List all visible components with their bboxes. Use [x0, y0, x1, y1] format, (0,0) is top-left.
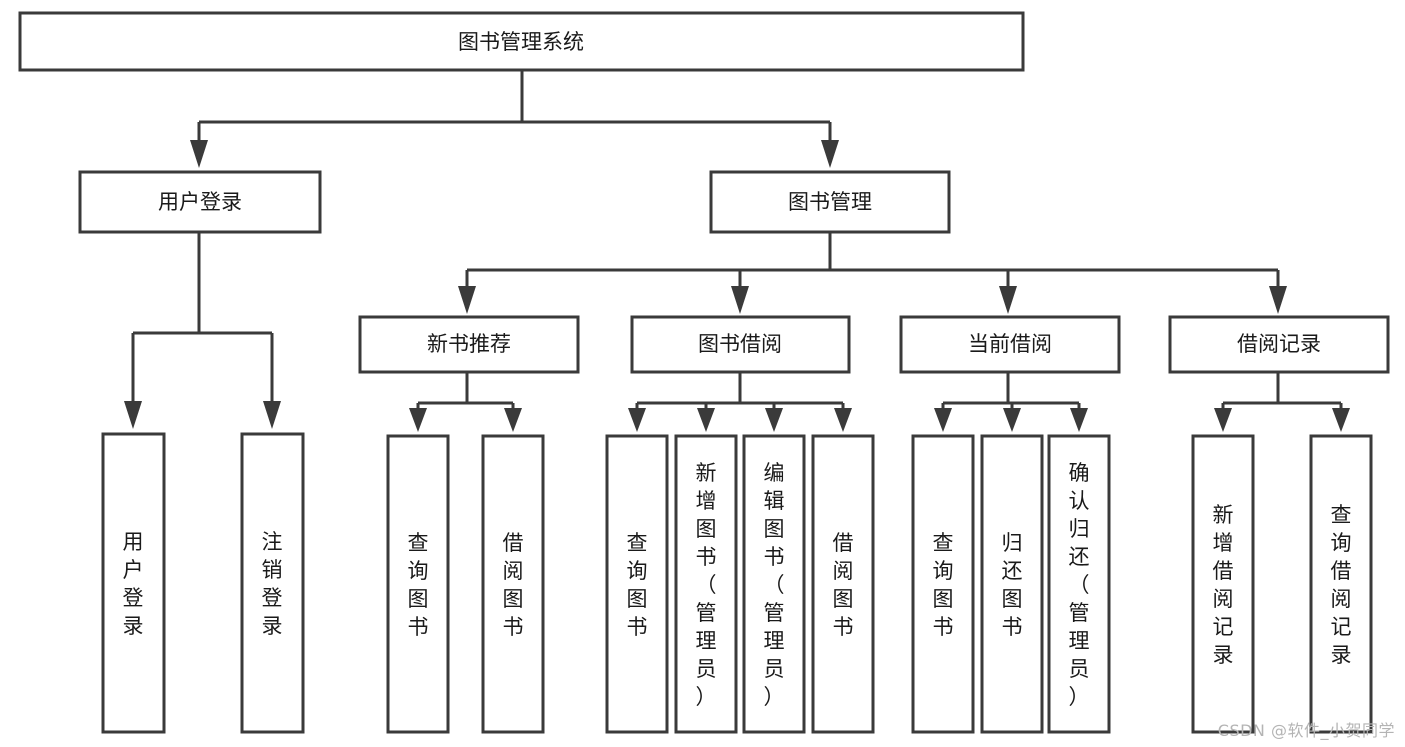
connector-group-current-borrow: [934, 372, 1088, 432]
leaf-node-edit-book-admin-label: 编辑图书（管理员）: [764, 461, 785, 709]
leaf-node-confirm-return-admin[interactable]: 确认归还（管理员）: [1047, 434, 1111, 734]
arrow-head-leaf-query-book-3: [934, 408, 952, 432]
node-user-login-box[interactable]: [78, 170, 322, 234]
leaf-node-add-book-admin-label: 新增图书（管理员）: [696, 461, 717, 709]
arrow-head-to-current-borrow: [999, 286, 1017, 314]
arrow-head-leaf-edit-book: [765, 408, 783, 432]
node-current-borrow-label: 当前借阅: [968, 332, 1052, 356]
leaf-node-query-book-borrow-box[interactable]: [605, 434, 669, 734]
connector-group-user-login: [124, 232, 281, 429]
leaf-node-return-book[interactable]: 归还图书: [980, 434, 1044, 734]
arrow-head-leaf-return-book: [1003, 408, 1021, 432]
leaf-node-confirm-return-admin-label: 确认归还（管理员）: [1069, 461, 1090, 709]
leaf-node-query-book-borrow[interactable]: 查询图书: [605, 434, 669, 734]
arrow-head-leaf-confirm-return: [1070, 408, 1088, 432]
arrow-head-to-user-login: [190, 140, 208, 168]
arrow-head-leaf-query-record: [1332, 408, 1350, 432]
arrow-head-leaf-user-login: [124, 401, 142, 429]
leaf-node-add-book-admin[interactable]: 新增图书（管理员）: [674, 434, 738, 734]
node-root-system-box[interactable]: [18, 11, 1025, 72]
node-book-borrow[interactable]: 图书借阅: [630, 315, 851, 374]
leaf-node-query-book-current-box[interactable]: [911, 434, 975, 734]
arrow-head-to-book-mgmt: [821, 140, 839, 168]
leaf-node-logout-box[interactable]: [240, 432, 305, 734]
leaf-node-query-book-current[interactable]: 查询图书: [911, 434, 975, 734]
node-new-book-recommend-label: 新书推荐: [427, 332, 511, 356]
leaf-node-edit-book-admin-box[interactable]: [742, 434, 806, 734]
arrow-head-to-new-book-rec: [458, 286, 476, 314]
node-current-borrow-box[interactable]: [899, 315, 1121, 374]
connector-group-root: [190, 70, 839, 168]
leaf-node-logout-label: 注销登录: [262, 530, 283, 638]
leaf-node-query-book-rec-box[interactable]: [386, 434, 450, 734]
leaf-node-user-login[interactable]: 用户登录: [101, 432, 166, 734]
leaf-node-add-borrow-record-box[interactable]: [1191, 434, 1255, 734]
leaf-node-borrow-book-borrow-label: 借阅图书: [833, 531, 854, 639]
node-book-borrow-label: 图书借阅: [698, 332, 782, 356]
node-current-borrow[interactable]: 当前借阅: [899, 315, 1121, 374]
node-user-login-label: 用户登录: [158, 190, 242, 214]
node-borrow-record-label: 借阅记录: [1237, 332, 1321, 356]
leaf-node-query-borrow-record-label: 查询借阅记录: [1331, 503, 1352, 667]
leaf-node-logout[interactable]: 注销登录: [240, 432, 305, 734]
leaf-node-add-borrow-record[interactable]: 新增借阅记录: [1191, 434, 1255, 734]
leaf-node-add-book-admin-box[interactable]: [674, 434, 738, 734]
node-root-system-label: 图书管理系统: [458, 30, 584, 54]
node-book-management-box[interactable]: [709, 170, 951, 234]
leaf-node-user-login-label: 用户登录: [123, 530, 144, 638]
leaf-node-query-borrow-record-box[interactable]: [1309, 434, 1373, 734]
leaf-node-query-book-rec-label: 查询图书: [408, 531, 429, 639]
leaf-node-return-book-label: 归还图书: [1002, 531, 1023, 639]
arrow-head-leaf-borrow-book-1: [504, 408, 522, 432]
connector-group-book-borrow: [628, 372, 852, 432]
leaf-node-confirm-return-admin-box[interactable]: [1047, 434, 1111, 734]
leaf-node-borrow-book-rec[interactable]: 借阅图书: [481, 434, 545, 734]
node-root-system[interactable]: 图书管理系统: [18, 11, 1025, 72]
node-new-book-recommend-box[interactable]: [358, 315, 580, 374]
connector-group-book-mgmt: [458, 232, 1287, 314]
arrow-head-leaf-query-book-2: [628, 408, 646, 432]
leaf-node-add-borrow-record-label: 新增借阅记录: [1213, 503, 1234, 667]
leaf-node-query-borrow-record[interactable]: 查询借阅记录: [1309, 434, 1373, 734]
leaf-node-query-book-rec[interactable]: 查询图书: [386, 434, 450, 734]
arrow-head-leaf-query-book-1: [409, 408, 427, 432]
arrow-head-to-book-borrow: [731, 286, 749, 314]
leaf-node-borrow-book-rec-box[interactable]: [481, 434, 545, 734]
leaf-node-query-book-borrow-label: 查询图书: [627, 531, 648, 639]
leaf-node-return-book-box[interactable]: [980, 434, 1044, 734]
connector-group-borrow-record: [1214, 372, 1350, 432]
arrow-head-leaf-add-book: [697, 408, 715, 432]
arrow-head-leaf-logout: [263, 401, 281, 429]
node-new-book-recommend[interactable]: 新书推荐: [358, 315, 580, 374]
leaf-node-user-login-box[interactable]: [101, 432, 166, 734]
csdn-watermark: CSDN @软件_小贺同学: [1217, 721, 1395, 740]
arrow-head-to-borrow-record: [1269, 286, 1287, 314]
node-borrow-record-box[interactable]: [1168, 315, 1390, 374]
arrow-head-leaf-borrow-book-2: [834, 408, 852, 432]
leaf-node-borrow-book-borrow[interactable]: 借阅图书: [811, 434, 875, 734]
node-book-management[interactable]: 图书管理: [709, 170, 951, 234]
leaf-node-borrow-book-borrow-box[interactable]: [811, 434, 875, 734]
node-borrow-record[interactable]: 借阅记录: [1168, 315, 1390, 374]
node-user-login[interactable]: 用户登录: [78, 170, 322, 234]
leaf-node-edit-book-admin[interactable]: 编辑图书（管理员）: [742, 434, 806, 734]
leaf-node-borrow-book-rec-label: 借阅图书: [503, 531, 524, 639]
arrow-head-leaf-add-record: [1214, 408, 1232, 432]
node-book-management-label: 图书管理: [788, 190, 872, 214]
leaf-node-query-book-current-label: 查询图书: [933, 531, 954, 639]
connector-group-new-book-rec: [409, 372, 522, 432]
node-book-borrow-box[interactable]: [630, 315, 851, 374]
